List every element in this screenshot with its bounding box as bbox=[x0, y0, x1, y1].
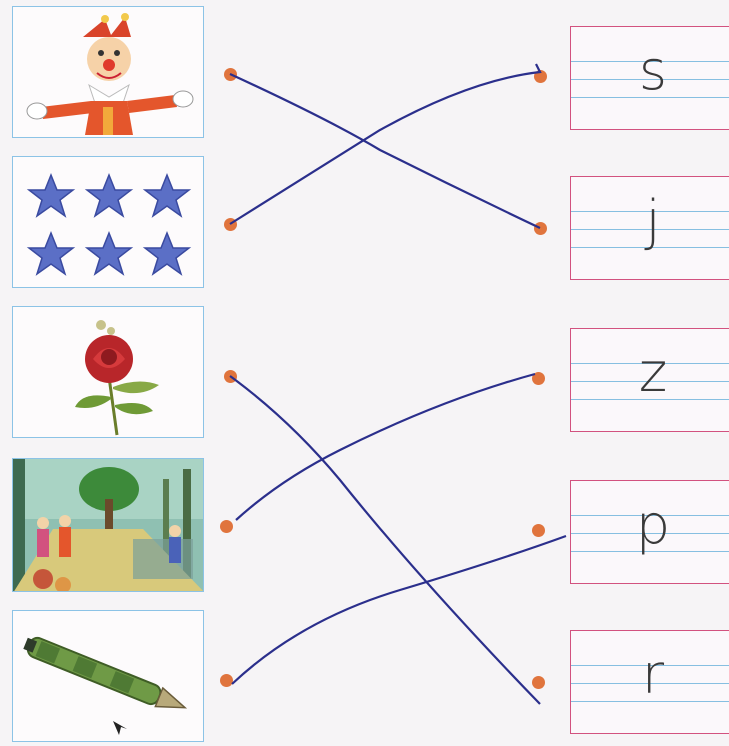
match-line-park-z bbox=[236, 374, 535, 520]
match-line-rose-r bbox=[230, 376, 540, 704]
match-line-stars-s bbox=[230, 64, 540, 224]
match-line-clown-j bbox=[230, 74, 540, 228]
match-line-pen-p bbox=[232, 536, 566, 684]
